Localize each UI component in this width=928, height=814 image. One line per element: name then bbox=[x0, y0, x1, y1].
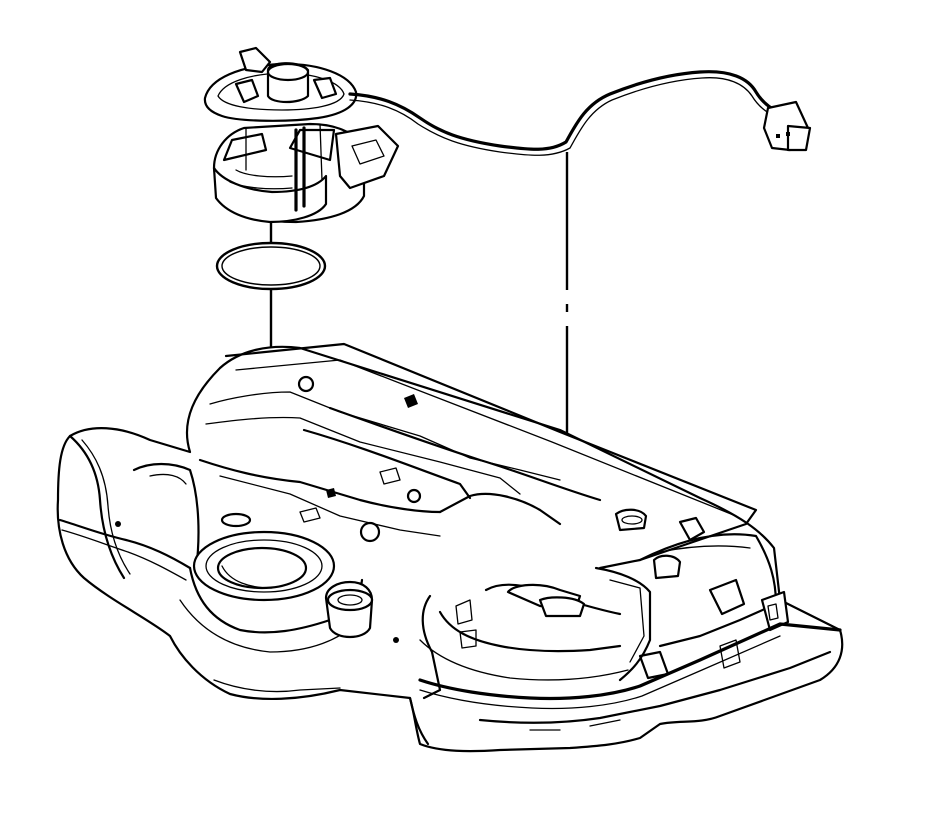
fuel-sender-module bbox=[203, 46, 812, 224]
sender-seal-o-ring bbox=[215, 241, 327, 291]
fuel-tank bbox=[56, 342, 844, 753]
